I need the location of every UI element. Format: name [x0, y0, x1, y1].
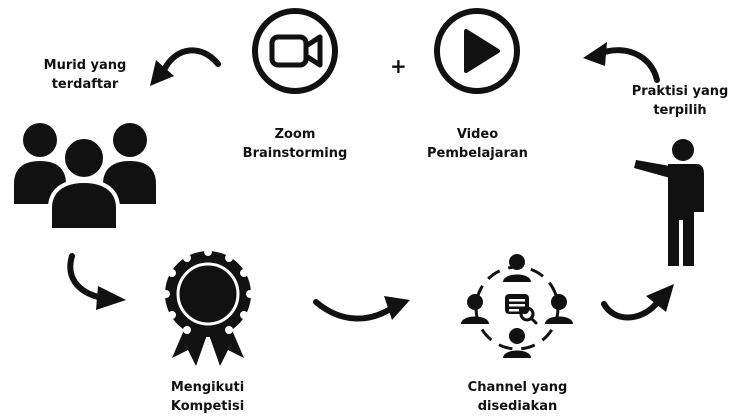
kompetisi-label: Mengikuti Kompetisi: [140, 378, 275, 416]
praktisi-label-line-2: terpilih: [653, 103, 707, 118]
channel-label: Channel yang disediakan: [440, 378, 595, 416]
murid-label-line-2: terdaftar: [51, 77, 119, 92]
zoom-label-line-1: Zoom: [274, 127, 316, 142]
praktisi-label-line-1: Praktisi yang: [631, 84, 729, 99]
murid-label-line-1: Murid yang: [43, 58, 127, 73]
zoom-label-line-2: Brainstorming: [242, 146, 348, 161]
curved-arrow-icon: [150, 47, 221, 86]
murid-label: Murid yang terdaftar: [20, 56, 150, 94]
award-badge-icon: [162, 248, 254, 366]
plus-sign: +: [390, 54, 407, 78]
channel-label-line-2: disediakan: [477, 399, 558, 414]
kompetisi-label-line-1: Mengikuti: [170, 380, 245, 395]
praktisi-label: Praktisi yang terpilih: [620, 82, 737, 120]
curved-arrow-icon: [67, 253, 126, 310]
discussion-network-icon: [461, 254, 573, 358]
kompetisi-label-line-2: Kompetisi: [170, 399, 245, 414]
presenter-icon: [634, 139, 704, 266]
curved-arrow-icon: [583, 42, 660, 83]
video-label: Video Pembelajaran: [405, 125, 550, 163]
curved-arrow-icon: [601, 284, 674, 321]
video-label-line-2: Pembelajaran: [427, 146, 528, 161]
video-label-line-1: Video: [456, 127, 499, 142]
zoom-label: Zoom Brainstorming: [225, 125, 365, 163]
play-button-icon: [434, 8, 520, 94]
channel-label-line-1: Channel yang: [467, 380, 568, 395]
curved-arrow-icon: [313, 296, 410, 322]
video-camera-icon: [252, 8, 338, 94]
people-group-icon: [14, 123, 156, 232]
